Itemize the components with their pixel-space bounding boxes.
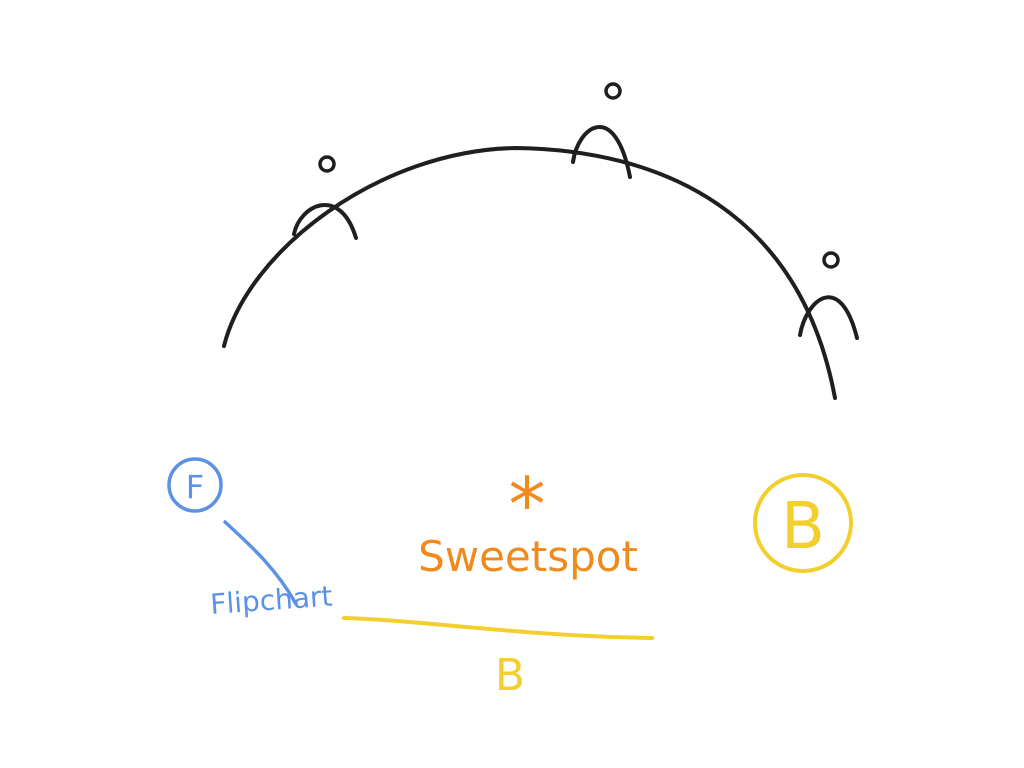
beamer-symbol: B: [753, 473, 853, 573]
participant-right: [798, 251, 859, 340]
person-body: [571, 125, 632, 179]
person-icon: [318, 155, 336, 173]
flipchart-line: [223, 520, 298, 606]
flipchart-label: Flipchart: [209, 580, 333, 621]
asterisk-icon: *: [509, 462, 546, 548]
beamer-letter: B: [781, 490, 825, 564]
person-icon: [604, 82, 622, 100]
participant-left: [292, 155, 358, 240]
beamer-screen-line: [342, 616, 654, 640]
person-body: [798, 295, 859, 340]
seating-arc: [222, 146, 837, 400]
circled-letter-icon: [753, 473, 853, 573]
person-body: [292, 203, 358, 240]
beamer-screen-letter: B: [495, 650, 525, 701]
flipchart-letter: F: [186, 468, 204, 506]
circled-letter-icon: [167, 457, 223, 513]
sweetspot-label: Sweetspot: [418, 532, 638, 581]
flipchart-symbol: F: [167, 457, 223, 513]
participant-center: [571, 82, 632, 179]
person-icon: [822, 251, 840, 269]
